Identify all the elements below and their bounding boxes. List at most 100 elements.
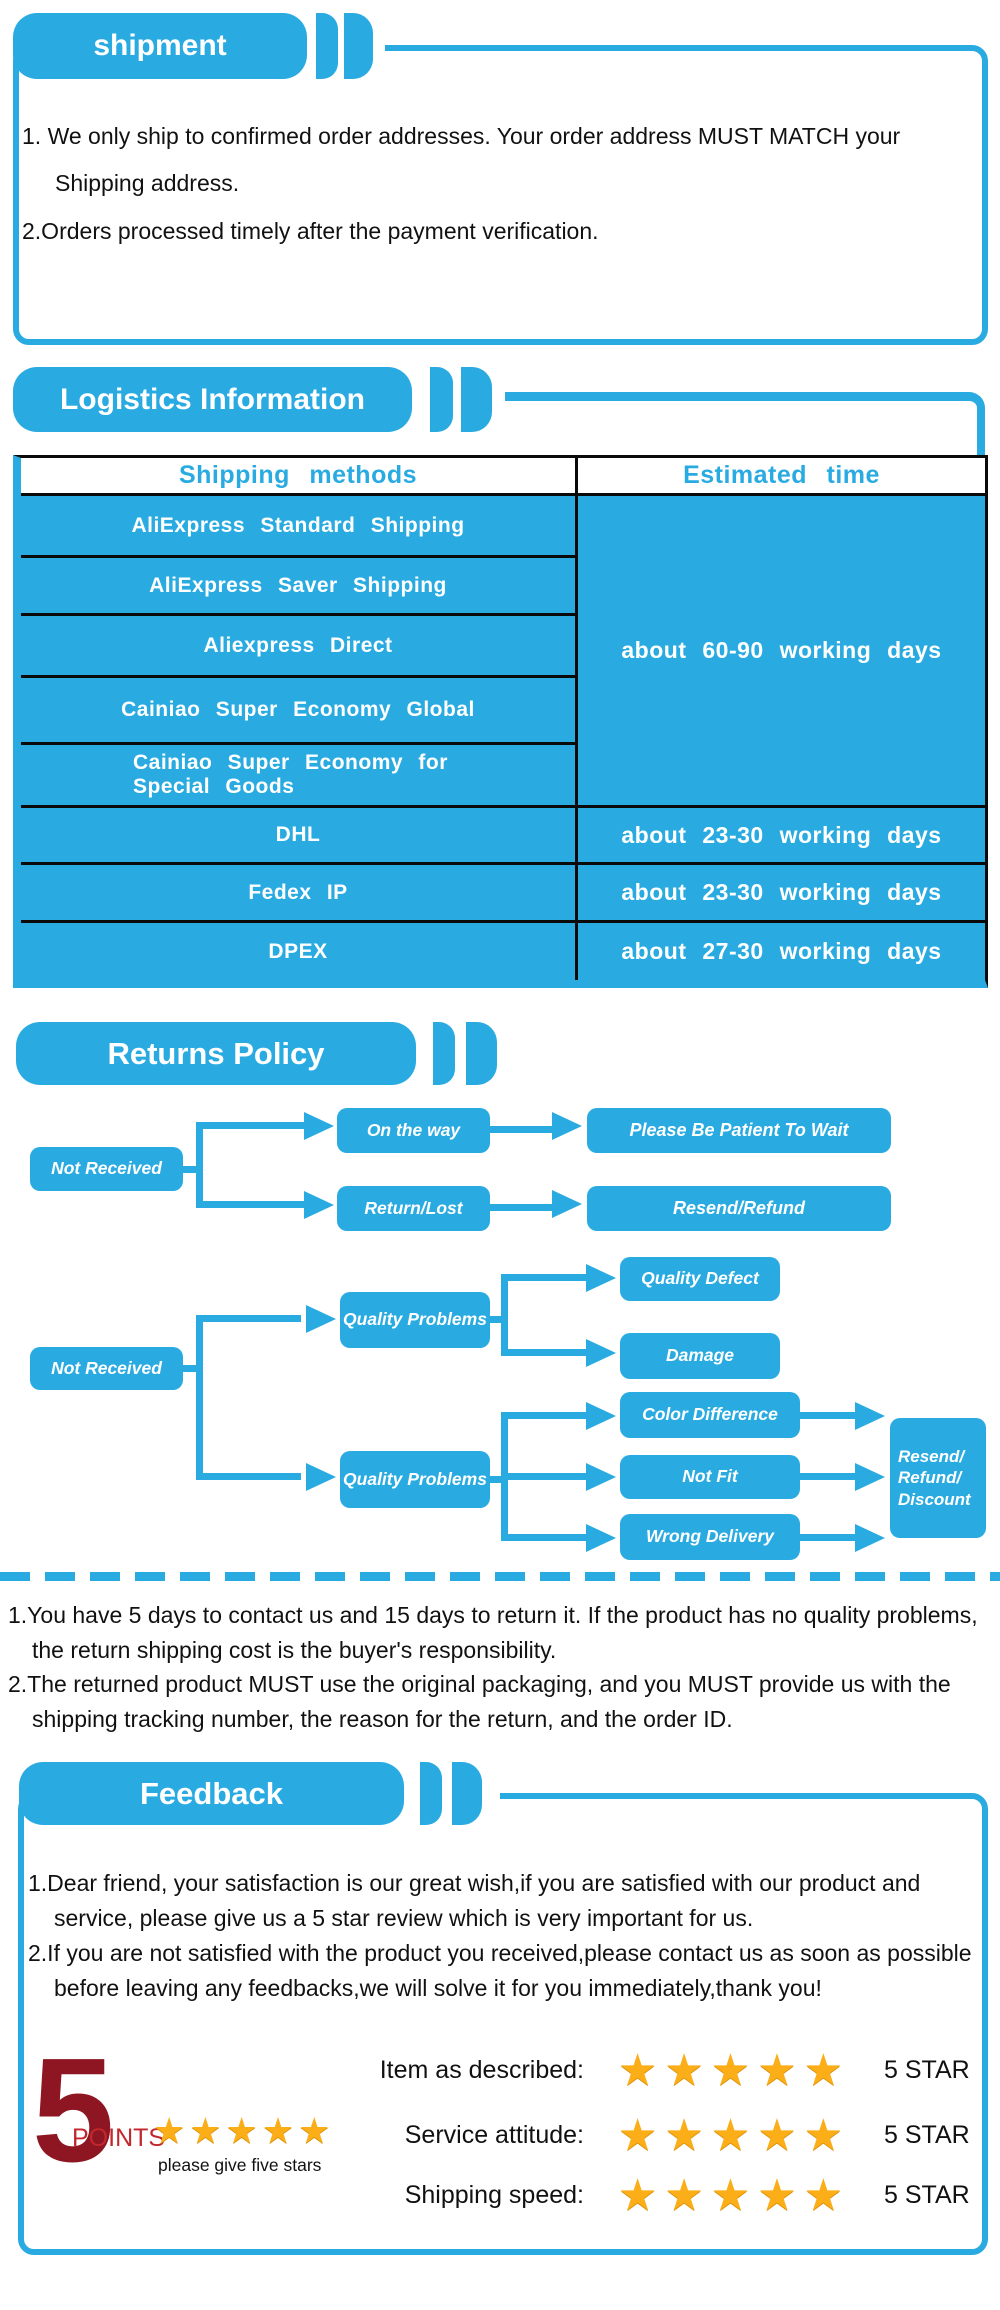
flow-connector <box>800 1412 855 1419</box>
returns-title: Returns Policy <box>107 1035 325 1071</box>
flow-node-quality-defect: Quality Defect <box>620 1257 780 1301</box>
rating-label: Shipping speed: <box>404 2180 584 2209</box>
flow-node-damage: Damage <box>620 1333 780 1379</box>
flow-connector <box>490 1126 552 1133</box>
feedback-bracket-icon <box>452 1762 482 1825</box>
flow-node-please-wait: Please Be Patient To Wait <box>587 1108 891 1153</box>
flow-connector <box>196 1473 301 1480</box>
flow-connector <box>490 1204 552 1211</box>
arrow-right-icon <box>306 1463 336 1491</box>
rating-value: 5 STAR <box>884 2055 970 2084</box>
feedback-box <box>18 1793 988 2255</box>
arrow-right-icon <box>586 1339 616 1367</box>
logistics-connector-line <box>505 392 985 455</box>
shipment-item-2: 2.Orders processed timely after the paym… <box>22 218 599 244</box>
five-points-label: POINTS <box>72 2124 166 2152</box>
rating-label: Item as described: <box>379 2055 584 2084</box>
flow-node-not-fit: Not Fit <box>620 1455 800 1499</box>
arrow-right-icon <box>855 1402 885 1430</box>
feedback-title: Feedback <box>139 1775 283 1811</box>
feedback-item-2: 2.If you are not satisfied with the prod… <box>28 1940 972 2001</box>
arrow-right-icon <box>855 1524 885 1552</box>
returns-note-2: 2.The returned product MUST use the orig… <box>8 1671 951 1732</box>
flow-connector <box>800 1534 855 1541</box>
table-row-method: Aliexpress Direct <box>21 616 578 678</box>
arrow-right-icon <box>586 1402 616 1430</box>
logistics-table: Shipping methods Estimated time AliExpre… <box>13 455 988 988</box>
shipment-policy-text: 1. We only ship to confirmed order addre… <box>22 113 972 255</box>
rating-value: 5 STAR <box>884 2180 970 2209</box>
rating-row: Shipping speed: ★★★★★ 5 STAR <box>366 2165 982 2225</box>
flow-connector <box>501 1274 508 1356</box>
flow-connector <box>501 1473 586 1480</box>
returns-bracket-icon <box>433 1022 455 1085</box>
flow-node-not-received: Not Received <box>30 1347 183 1390</box>
five-points-stars-icon: ★★★★★ <box>153 2110 335 2151</box>
feedback-border-gap <box>400 1788 500 1806</box>
arrow-right-icon <box>586 1264 616 1292</box>
flow-connector <box>183 1166 199 1173</box>
dashed-divider <box>0 1572 1000 1581</box>
star-rating-icon: ★★★★★ <box>617 2110 851 2160</box>
flow-connector <box>196 1201 306 1208</box>
flow-connector <box>501 1274 586 1281</box>
feedback-header-pill: Feedback <box>19 1762 404 1825</box>
logistics-title: Logistics Information <box>59 382 365 416</box>
feedback-text: 1.Dear friend, your satisfaction is our … <box>28 1866 976 2006</box>
table-row-method: Cainiao Super Economy for Special Goods <box>21 745 578 808</box>
returns-notes: 1.You have 5 days to contact us and 15 d… <box>8 1598 996 1736</box>
flow-connector <box>501 1349 586 1356</box>
table-row-method: AliExpress Standard Shipping <box>21 496 578 558</box>
logistics-bracket-icon <box>461 367 492 432</box>
flow-node-quality-problems: Quality Problems <box>340 1292 490 1348</box>
shipment-title: shipment <box>93 29 227 62</box>
returns-note-1: 1.You have 5 days to contact us and 15 d… <box>8 1602 978 1663</box>
table-row-method: DPEX <box>21 923 578 980</box>
shipment-bracket-icon <box>344 13 373 79</box>
flow-node-resend-refund: Resend/Refund <box>587 1186 891 1231</box>
rating-value: 5 STAR <box>884 2120 970 2149</box>
rating-row: Item as described: ★★★★★ 5 STAR <box>366 2040 982 2100</box>
arrow-right-icon <box>304 1191 334 1219</box>
shipment-item-1: 1. We only ship to confirmed order addre… <box>22 123 901 196</box>
flow-node-quality-problems: Quality Problems <box>340 1451 490 1508</box>
returns-bracket-icon <box>466 1022 497 1085</box>
arrow-right-icon <box>306 1305 336 1333</box>
feedback-bracket-icon <box>420 1762 442 1825</box>
logistics-header-pill: Logistics Information <box>13 367 412 432</box>
flow-connector <box>196 1315 301 1322</box>
returns-header-pill: Returns Policy <box>16 1022 416 1085</box>
table-row-time: about 27-30 working days <box>578 923 985 980</box>
flow-node-resend-refund-discount: Resend/ Refund/ Discount <box>890 1418 986 1538</box>
five-points-number: 5 <box>32 2028 115 2193</box>
flow-node-not-received: Not Received <box>30 1147 183 1191</box>
flow-connector <box>501 1534 586 1541</box>
table-row-method: AliExpress Saver Shipping <box>21 558 578 616</box>
flow-connector <box>183 1365 199 1372</box>
arrow-right-icon <box>586 1463 616 1491</box>
flow-connector <box>196 1122 203 1208</box>
flow-connector <box>196 1122 306 1129</box>
table-merged-time-cell: about 60-90 working days <box>578 496 985 808</box>
table-row-method: DHL <box>21 808 578 865</box>
arrow-right-icon <box>552 1112 582 1140</box>
arrow-right-icon <box>552 1190 582 1218</box>
flow-connector <box>501 1412 586 1419</box>
arrow-right-icon <box>855 1463 885 1491</box>
arrow-right-icon <box>586 1524 616 1552</box>
column-header-estimated-time: Estimated time <box>578 458 985 496</box>
five-points-caption: please give five stars <box>158 2155 322 2175</box>
table-row-time: about 23-30 working days <box>578 808 985 865</box>
table-row-method: Fedex IP <box>21 865 578 923</box>
rating-label: Service attitude: <box>404 2120 584 2149</box>
feedback-item-1: 1.Dear friend, your satisfaction is our … <box>28 1870 921 1931</box>
shipment-box <box>13 45 988 345</box>
table-row-time: about 23-30 working days <box>578 865 985 923</box>
arrow-right-icon <box>304 1112 334 1140</box>
shipment-header-pill: shipment <box>13 13 307 79</box>
rating-row: Service attitude: ★★★★★ 5 STAR <box>366 2105 982 2165</box>
flow-connector <box>800 1473 855 1480</box>
column-header-shipping-methods: Shipping methods <box>21 458 578 496</box>
flow-node-wrong-delivery: Wrong Delivery <box>620 1514 800 1560</box>
star-rating-icon: ★★★★★ <box>617 2170 851 2220</box>
